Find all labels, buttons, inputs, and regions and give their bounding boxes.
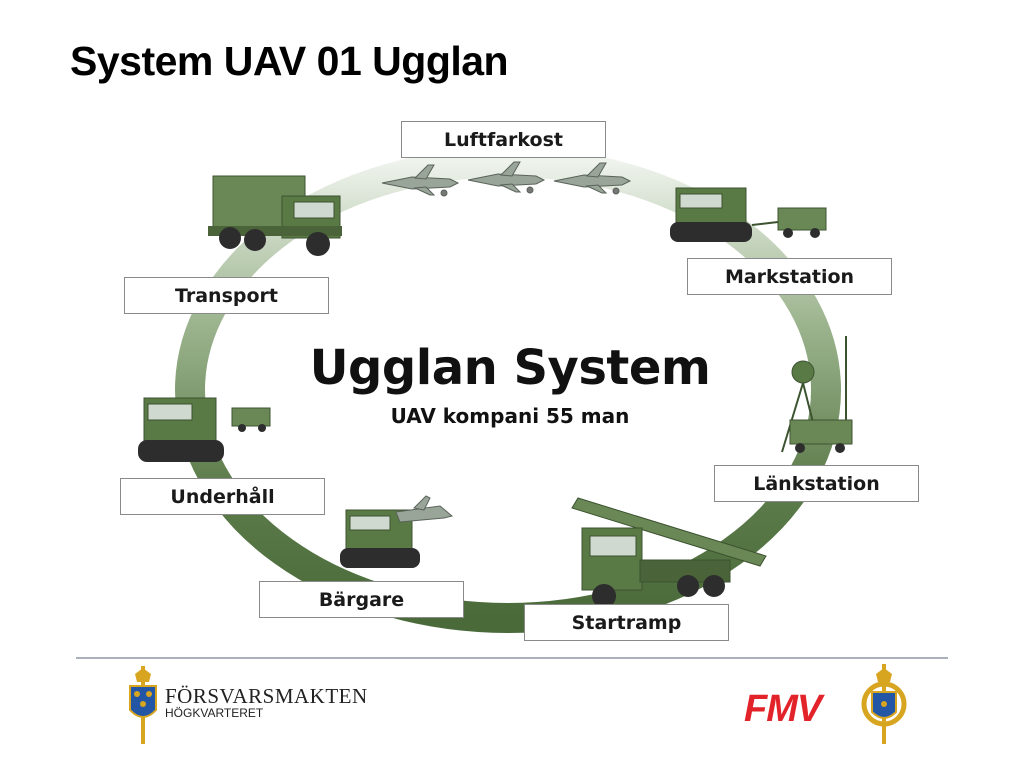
fmv-logo-text: FMV bbox=[744, 688, 822, 730]
node-bargare-label: Bärgare bbox=[318, 588, 405, 611]
forsvarsmakten-emblem-icon bbox=[129, 666, 157, 744]
forsvarsmakten-logo-text: FÖRSVARSMAKTEN bbox=[165, 684, 368, 708]
node-lankstation-label: Länkstation bbox=[753, 472, 880, 495]
node-luftfarkost-label: Luftfarkost bbox=[443, 128, 563, 151]
underhall-vehicle-icon bbox=[138, 397, 271, 462]
node-markstation: Markstation bbox=[687, 258, 892, 295]
footer-divider bbox=[76, 657, 948, 659]
hogkvarteret-logo-text: HÖGKVARTERET bbox=[165, 706, 264, 720]
transport-truck-icon bbox=[208, 175, 342, 256]
node-transport: Transport bbox=[124, 277, 329, 314]
markstation-vehicle-icon bbox=[670, 187, 827, 242]
node-markstation-label: Markstation bbox=[724, 265, 855, 288]
center-title: Ugglan System bbox=[309, 340, 711, 396]
node-transport-label: Transport bbox=[174, 284, 278, 307]
lankstation-antenna-icon bbox=[781, 336, 853, 453]
center-subtitle: UAV kompani 55 man bbox=[390, 404, 630, 428]
uav-aircraft-icon bbox=[381, 161, 632, 197]
node-startramp-label: Startramp bbox=[571, 611, 682, 634]
node-underhall-label: Underhåll bbox=[170, 485, 275, 508]
node-lankstation: Länkstation bbox=[714, 465, 919, 502]
node-startramp: Startramp bbox=[524, 604, 729, 641]
node-bargare: Bärgare bbox=[259, 581, 464, 618]
slide-title: System UAV 01 Ugglan bbox=[70, 38, 509, 84]
startramp-launcher-icon bbox=[571, 497, 767, 608]
node-underhall: Underhåll bbox=[120, 478, 325, 515]
system-ring bbox=[175, 147, 841, 633]
node-luftfarkost: Luftfarkost bbox=[401, 121, 606, 158]
fmv-emblem-icon bbox=[861, 664, 907, 744]
bargare-vehicle-icon bbox=[340, 495, 454, 568]
